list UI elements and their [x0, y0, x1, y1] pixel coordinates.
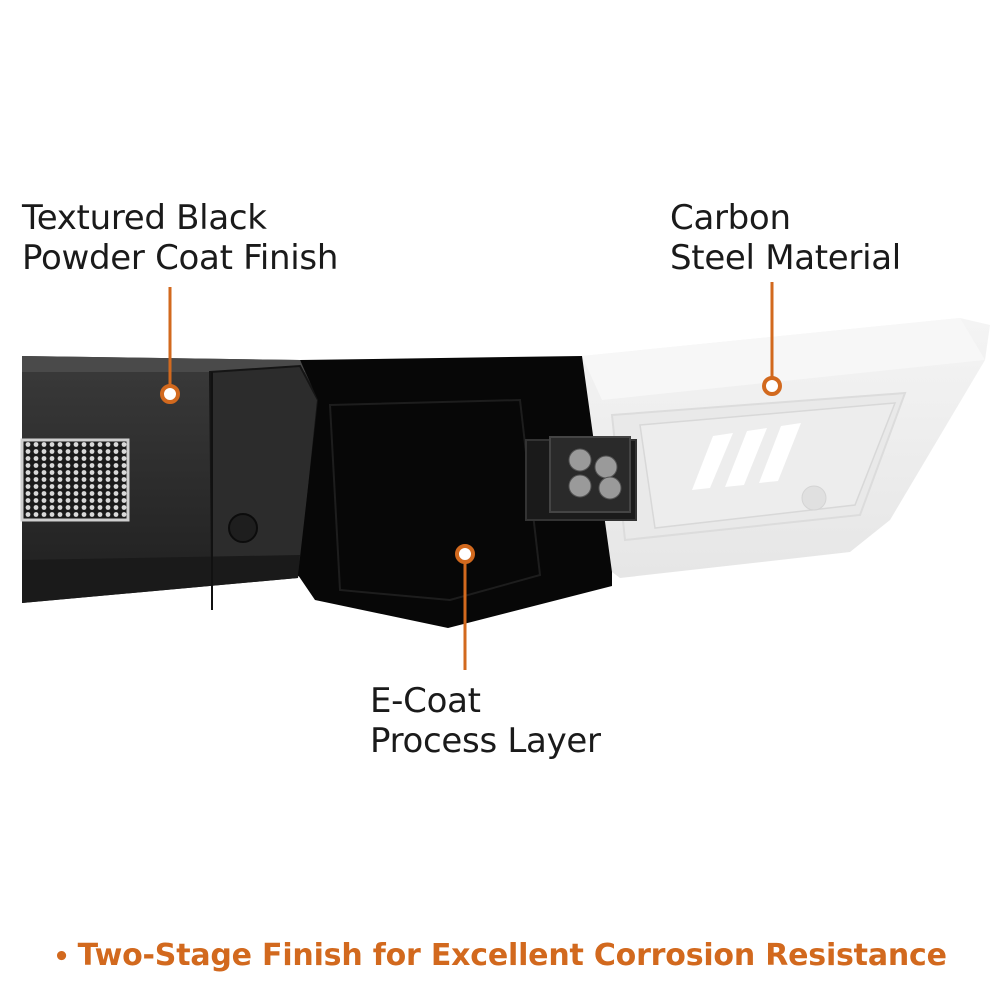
- powder-coat-label-line1: Textured Black: [22, 198, 267, 238]
- e-coat-label-line2: Process Layer: [370, 721, 601, 761]
- powder-coat-label-line2: Powder Coat Finish: [22, 238, 339, 278]
- callout-powder-coat: [160, 287, 180, 404]
- led-light-icon: [525, 436, 637, 521]
- footer-caption: •Two-Stage Finish for Excellent Corrosio…: [0, 938, 1000, 973]
- callout-e-coat: [455, 544, 475, 670]
- honeycomb-grille-icon: [20, 438, 130, 522]
- carbon-steel-label-line1: Carbon: [670, 198, 791, 238]
- marker-dot-icon: [762, 376, 782, 396]
- marker-dot-icon: [160, 384, 180, 404]
- marker-dot-icon: [455, 544, 475, 564]
- vent-slots: [692, 423, 801, 490]
- footer-text: Two-Stage Finish for Excellent Corrosion…: [77, 938, 947, 973]
- powder-coat-section: [20, 356, 320, 610]
- callout-carbon-steel: [762, 282, 782, 396]
- e-coat-section: [298, 356, 637, 628]
- bullet-icon: •: [53, 942, 70, 972]
- e-coat-label: E-Coat Process Layer: [370, 681, 601, 761]
- carbon-steel-label: Carbon Steel Material: [670, 198, 901, 278]
- powder-coat-label: Textured Black Powder Coat Finish: [22, 198, 338, 278]
- e-coat-label-line1: E-Coat: [370, 681, 481, 721]
- carbon-steel-label-line2: Steel Material: [670, 238, 901, 278]
- bare-steel-section: [582, 318, 990, 578]
